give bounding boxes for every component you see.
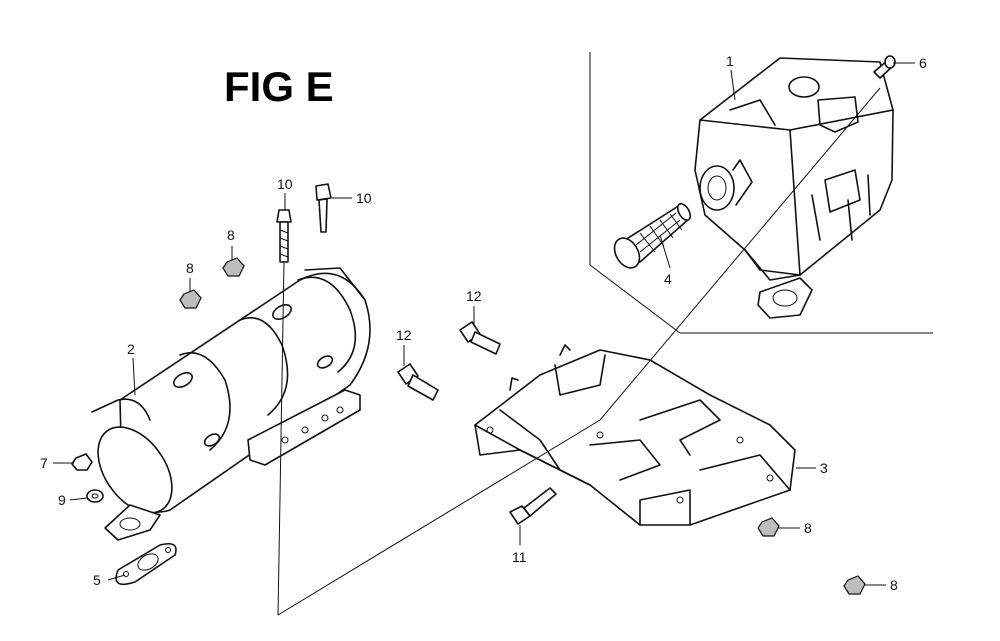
screw-part-6 bbox=[873, 55, 896, 79]
muffler-heat-shield bbox=[91, 267, 371, 541]
bolt-part-11 bbox=[509, 487, 557, 525]
inset-frame bbox=[589, 52, 933, 334]
spark-arrester-screen bbox=[613, 203, 692, 269]
callout-11: 11 bbox=[512, 549, 527, 565]
nut-part-7 bbox=[71, 453, 93, 471]
callout-5: 5 bbox=[93, 572, 101, 588]
callout-8-d: 8 bbox=[890, 577, 898, 593]
bolt-part-12-a bbox=[459, 321, 501, 355]
muffler-body bbox=[694, 57, 894, 319]
callout-12-a: 12 bbox=[466, 288, 482, 304]
washer-part-9 bbox=[86, 489, 104, 503]
nut-part-8-b bbox=[222, 257, 245, 277]
nut-part-8-c bbox=[757, 517, 780, 537]
callout-4: 4 bbox=[664, 271, 672, 287]
bolt-part-12-b bbox=[397, 363, 439, 401]
mounting-bracket bbox=[474, 344, 796, 526]
nut-part-8-a bbox=[179, 289, 202, 309]
assembly-lines bbox=[277, 87, 881, 616]
callout-7: 7 bbox=[40, 455, 48, 471]
callout-6: 6 bbox=[919, 55, 927, 71]
callout-8-a: 8 bbox=[186, 260, 194, 276]
callout-10-a: 10 bbox=[277, 176, 293, 192]
callout-9: 9 bbox=[58, 492, 66, 508]
callout-12-b: 12 bbox=[396, 327, 412, 343]
callout-1: 1 bbox=[726, 53, 734, 69]
callout-10-b: 10 bbox=[356, 190, 372, 206]
callout-3: 3 bbox=[820, 460, 828, 476]
callout-8-b: 8 bbox=[227, 227, 235, 243]
callout-8-c: 8 bbox=[804, 520, 812, 536]
callout-labels: 1 2 3 4 5 6 7 8 8 8 8 9 10 10 11 12 12 bbox=[40, 53, 927, 593]
bolt-part-10-b bbox=[315, 183, 332, 233]
callout-2: 2 bbox=[127, 341, 135, 357]
callout-leaders bbox=[53, 62, 915, 586]
figure-title: FIG E bbox=[224, 63, 334, 110]
gasket bbox=[115, 542, 177, 586]
bolt-part-10-a bbox=[276, 209, 292, 263]
nut-part-8-d bbox=[843, 575, 866, 595]
